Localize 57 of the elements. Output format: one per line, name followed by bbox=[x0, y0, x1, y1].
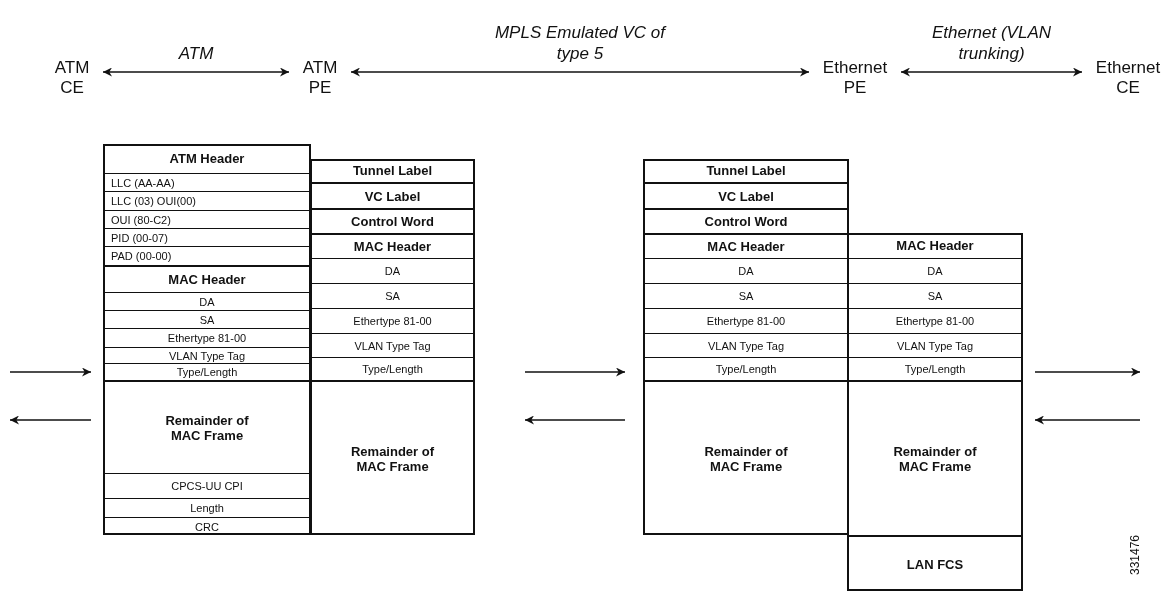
field-cell: Length bbox=[105, 498, 309, 517]
field-cell: MAC Header bbox=[312, 233, 473, 258]
device-label: Ethernet PE bbox=[815, 58, 895, 98]
field-cell: DA bbox=[312, 258, 473, 283]
field-cell: CPCS-UU CPI bbox=[105, 473, 309, 498]
field-cell: MAC Header bbox=[105, 265, 309, 292]
field-cell: Ethertype 81-00 bbox=[105, 328, 309, 347]
arrow bbox=[524, 415, 626, 425]
field-cell: Type/Length bbox=[849, 357, 1021, 380]
field-cell: VLAN Type Tag bbox=[312, 333, 473, 357]
field-cell: Tunnel Label bbox=[645, 159, 847, 182]
edge-label: Ethernet (VLAN trunking) bbox=[930, 22, 1053, 64]
arrow bbox=[524, 367, 626, 377]
double-arrow bbox=[350, 67, 810, 77]
figure-number: 331476 bbox=[1128, 535, 1142, 575]
field-cell: Remainder of MAC Frame bbox=[849, 380, 1021, 535]
frame-column bbox=[643, 159, 849, 535]
field-cell: OUI (80-C2) bbox=[105, 210, 309, 228]
field-cell: LLC (AA-AA) bbox=[105, 173, 309, 191]
field-cell: LLC (03) OUI(00) bbox=[105, 191, 309, 210]
device-label: ATM PE bbox=[295, 58, 345, 98]
field-cell: SA bbox=[105, 310, 309, 328]
field-cell: Ethertype 81-00 bbox=[849, 308, 1021, 333]
field-cell: Ethertype 81-00 bbox=[312, 308, 473, 333]
field-cell: VLAN Type Tag bbox=[105, 347, 309, 363]
field-cell: PID (00-07) bbox=[105, 228, 309, 246]
field-cell: VC Label bbox=[645, 182, 847, 208]
frame-column bbox=[310, 159, 475, 535]
field-cell: VLAN Type Tag bbox=[849, 333, 1021, 357]
field-cell: Control Word bbox=[312, 208, 473, 233]
field-cell: ATM Header bbox=[105, 144, 309, 173]
arrow bbox=[1034, 367, 1141, 377]
frame-column bbox=[847, 233, 1023, 591]
field-cell: Tunnel Label bbox=[312, 159, 473, 182]
arrow bbox=[9, 367, 92, 377]
field-cell: SA bbox=[312, 283, 473, 308]
arrow bbox=[1034, 415, 1141, 425]
field-cell: SA bbox=[849, 283, 1021, 308]
field-cell: Type/Length bbox=[312, 357, 473, 380]
edge-label: MPLS Emulated VC of type 5 bbox=[493, 22, 668, 64]
field-cell: DA bbox=[849, 258, 1021, 283]
device-label: ATM CE bbox=[47, 58, 97, 98]
field-cell: Type/Length bbox=[105, 363, 309, 380]
field-cell: MAC Header bbox=[849, 233, 1021, 258]
field-cell: LAN FCS bbox=[849, 535, 1021, 591]
arrow bbox=[9, 415, 92, 425]
field-cell: Remainder of MAC Frame bbox=[312, 380, 473, 535]
field-cell: DA bbox=[105, 292, 309, 310]
double-arrow bbox=[102, 67, 290, 77]
field-cell: VC Label bbox=[312, 182, 473, 208]
device-label: Ethernet CE bbox=[1088, 58, 1165, 98]
field-cell: Control Word bbox=[645, 208, 847, 233]
field-cell: PAD (00-00) bbox=[105, 246, 309, 265]
double-arrow bbox=[900, 67, 1083, 77]
edge-label: ATM bbox=[177, 43, 215, 64]
field-cell: CRC bbox=[105, 517, 309, 535]
frame-column bbox=[103, 144, 311, 535]
